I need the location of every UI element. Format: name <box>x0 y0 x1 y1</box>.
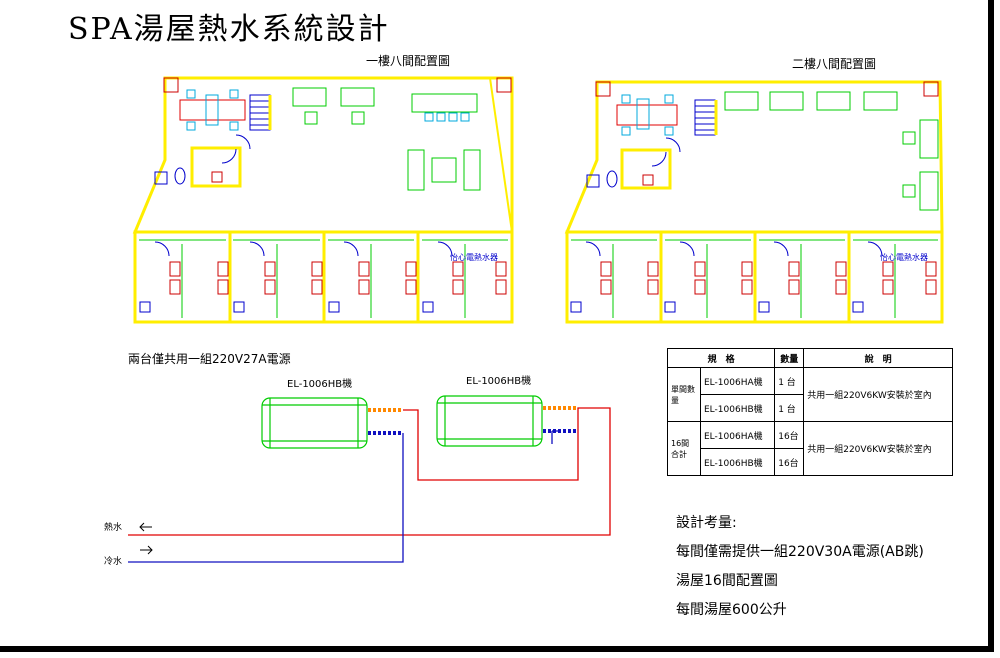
floor2-plan <box>564 80 944 324</box>
heater-b-label: EL-1006HB機 <box>466 376 532 387</box>
floor2-heater-label: 怡心電熱水器 <box>880 252 928 262</box>
model-cell: EL-1006HB機 <box>699 448 776 476</box>
cold-arrow-icon <box>140 545 153 555</box>
qty-cell: 1 台 <box>774 367 805 395</box>
header-spec: 規 格 <box>666 348 776 368</box>
header-qty: 數量 <box>774 348 805 368</box>
table-row: 16間合計 EL-1006HA機 16台 共用一組220V6KW安裝於室內 <box>667 421 953 476</box>
note-cell: 共用一組220V6KW安裝於室內 <box>803 367 953 422</box>
model-cell: EL-1006HB機 <box>699 394 776 422</box>
design-note-line: 每間僅需提供一組220V30A電源(AB跳) <box>676 544 924 560</box>
power-note: 兩台僅共用一組220V27A電源 <box>128 352 291 366</box>
design-notes: 設計考量: 每間僅需提供一組220V30A電源(AB跳) 湯屋16間配置圖 每間… <box>676 509 924 625</box>
group-label: 16間合計 <box>667 421 701 476</box>
fittings-a <box>368 408 403 435</box>
water-heater-b <box>436 395 543 447</box>
table-row: 單間數量 EL-1006HA機 1 台 共用一組220V6KW安裝於室內 <box>667 367 953 422</box>
hot-water-pipe <box>128 407 611 536</box>
spec-table: 規 格 數量 說 明 單間數量 EL-1006HA機 1 台 共用一組220V6… <box>666 348 953 476</box>
design-notes-heading: 設計考量: <box>676 515 737 531</box>
page-title: SPA湯屋熱水系統設計 <box>68 12 390 47</box>
group-label: 單間數量 <box>667 367 701 422</box>
fittings-b <box>543 406 578 433</box>
cold-water-label: 冷水 <box>104 555 122 567</box>
cold-water-pipe <box>128 433 404 563</box>
qty-cell: 1 台 <box>774 394 805 422</box>
header-desc: 說 明 <box>803 348 953 368</box>
table-row: EL-1006HB機 16台 <box>668 448 953 476</box>
note-cell: 共用一組220V6KW安裝於室內 <box>803 421 953 476</box>
floor2-label: 二樓八間配置圖 <box>792 57 877 71</box>
qty-cell: 16台 <box>774 448 805 476</box>
spec-header-row: 規 格 數量 說 明 <box>666 348 953 368</box>
floor1-heater-label: 怡心電熱水器 <box>450 252 498 262</box>
table-row: EL-1006HB機 1 台 <box>668 394 953 422</box>
model-cell: EL-1006HA機 <box>699 367 776 395</box>
heater-a-label: EL-1006HB機 <box>287 379 353 390</box>
water-heater-a <box>261 397 368 449</box>
hot-water-label: 熱水 <box>104 521 122 533</box>
hot-arrow-icon <box>139 522 152 532</box>
model-cell: EL-1006HA機 <box>699 421 776 449</box>
design-note-line: 每間湯屋600公升 <box>676 602 787 618</box>
floor1-plan <box>132 76 514 324</box>
floor1-label: 一樓八間配置圖 <box>366 54 451 68</box>
design-note-line: 湯屋16間配置圖 <box>676 573 778 589</box>
qty-cell: 16台 <box>774 421 805 449</box>
